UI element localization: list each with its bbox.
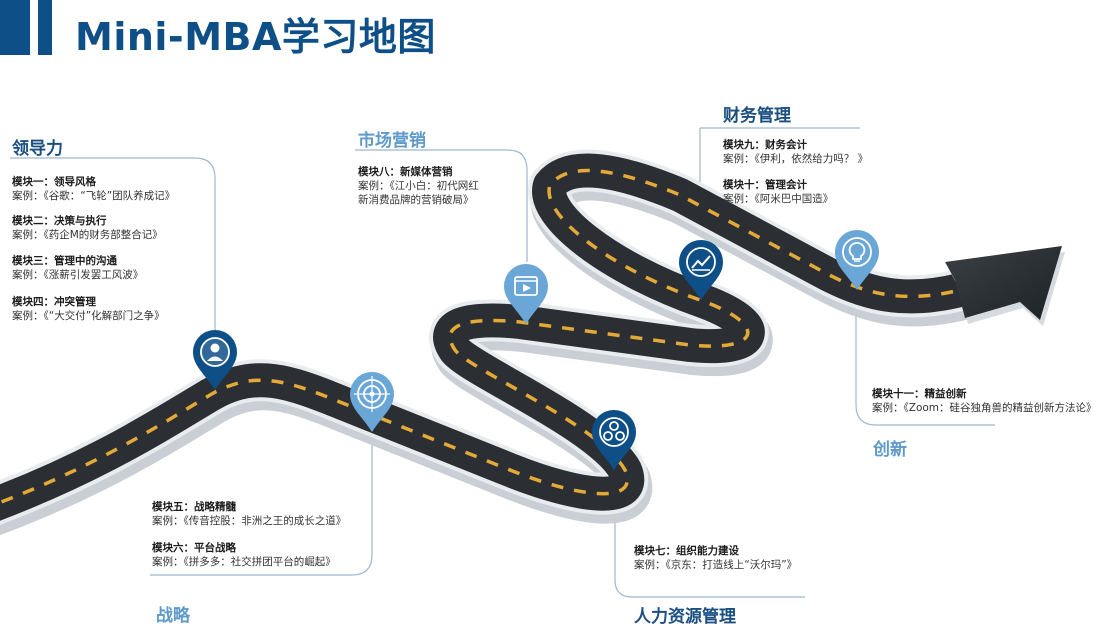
category-strategy: 战略 [156, 606, 190, 626]
module-case: 案例：《药企M的财务部整合记》 [12, 229, 163, 241]
module-11: 模块十一：精益创新 案例：《Zoom：硅谷独角兽的精益创新方法论》 [872, 387, 1097, 415]
module-title: 模块一：领导风格 [12, 176, 96, 188]
leader-person-icon [200, 337, 230, 367]
module-title: 模块四：冲突管理 [12, 296, 96, 308]
module-case-line2: 新消费品牌的营销破局》 [358, 194, 474, 206]
module-title: 模块九：财务会计 [723, 139, 807, 151]
category-leadership: 领导力 [12, 139, 63, 159]
category-hr: 人力资源管理 [634, 607, 736, 627]
module-case: 案例：《“大交付”化解部门之争》 [12, 310, 165, 322]
module-6: 模块六：平台战略 案例：《拼多多：社交拼团平台的崛起》 [152, 541, 336, 569]
module-title: 模块八：新媒体营销 [358, 166, 453, 178]
module-case: 案例：《Zoom：硅谷独角兽的精益创新方法论》 [872, 402, 1097, 414]
video-play-icon [514, 276, 538, 296]
module-title: 模块五：战略精髓 [152, 501, 236, 513]
target-icon [354, 376, 390, 412]
module-title: 模块十一：精益创新 [872, 388, 967, 400]
pin-hr [590, 408, 638, 472]
module-case: 案例：《涨薪引发罢工风波》 [12, 269, 144, 281]
module-title: 模块六：平台战略 [152, 542, 236, 554]
module-5: 模块五：战略精髓 案例：《传音控股：非洲之王的成长之道》 [152, 500, 346, 528]
network-nodes-icon [599, 417, 629, 447]
category-finance: 财务管理 [723, 106, 791, 126]
category-marketing: 市场营销 [358, 131, 426, 151]
accent-bar-right [38, 0, 52, 55]
module-case: 案例：《伊利，依然给力吗？ 》 [723, 153, 869, 165]
module-8: 模块八：新媒体营销 案例：《江小白：初代网红 新消费品牌的营销破局》 [358, 165, 479, 207]
module-case: 案例：《传音控股：非洲之王的成长之道》 [152, 515, 347, 527]
module-case: 案例：《拼多多：社交拼团平台的崛起》 [152, 556, 336, 568]
pin-leadership [191, 328, 239, 392]
page-title: Mini-MBA学习地图 [75, 15, 436, 59]
category-innovation: 创新 [873, 440, 907, 460]
lightbulb-icon [842, 237, 872, 267]
accent-bar-left [0, 0, 30, 55]
module-9: 模块九：财务会计 案例：《伊利，依然给力吗？ 》 [723, 138, 868, 166]
module-3: 模块三：管理中的沟通 案例：《涨薪引发罢工风波》 [12, 254, 143, 282]
module-title: 模块七：组织能力建设 [634, 545, 739, 557]
line-chart-icon [686, 247, 716, 277]
module-10: 模块十：管理会计 案例：《阿米巴中国造》 [723, 178, 833, 206]
module-2: 模块二：决策与执行 案例：《药企M的财务部整合记》 [12, 214, 163, 242]
pin-strategy [348, 370, 396, 434]
module-case: 案例：《谷歌：“飞轮”团队养成记》 [12, 190, 176, 202]
module-case: 案例：《京东：打造线上“沃尔玛”》 [634, 559, 798, 571]
module-4: 模块四：冲突管理 案例：《“大交付”化解部门之争》 [12, 295, 165, 323]
pin-finance [677, 238, 725, 302]
module-title: 模块十：管理会计 [723, 179, 807, 191]
pin-marketing [502, 262, 550, 326]
pin-innovation [833, 228, 881, 292]
module-title: 模块三：管理中的沟通 [12, 255, 117, 267]
module-case: 案例：《阿米巴中国造》 [723, 193, 834, 205]
module-1: 模块一：领导风格 案例：《谷歌：“飞轮”团队养成记》 [12, 175, 175, 203]
module-case: 案例：《江小白：初代网红 [358, 180, 479, 192]
module-title: 模块二：决策与执行 [12, 215, 107, 227]
module-7: 模块七：组织能力建设 案例：《京东：打造线上“沃尔玛”》 [634, 544, 797, 572]
